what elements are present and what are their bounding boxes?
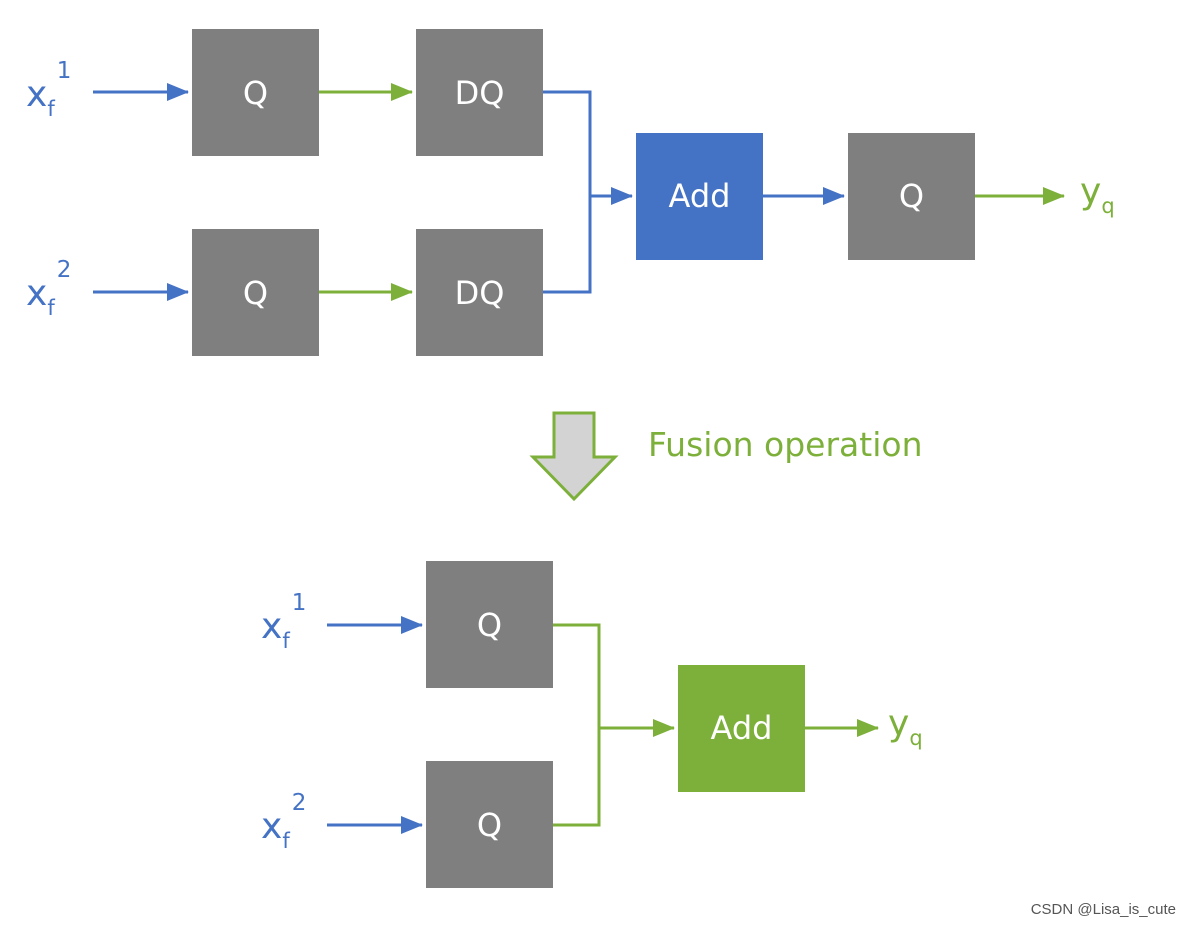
top-input-1-label: xf1: [26, 58, 71, 121]
svg-text:DQ: DQ: [455, 74, 505, 112]
top-quant-box-2: Q: [192, 229, 319, 356]
svg-text:DQ: DQ: [455, 274, 505, 312]
bottom-merge-connector: [553, 623, 601, 827]
top-merge-connector: [543, 90, 592, 294]
bottom-output-label: yq: [888, 703, 923, 750]
bottom-quant-box-1: Q: [426, 561, 553, 688]
top-quant-box-1: Q: [192, 29, 319, 156]
top-diagram: xf1 xf2 Q Q DQ DQ: [26, 29, 1115, 356]
fusion-operation-label: Fusion operation: [648, 425, 923, 464]
down-arrow-icon: [529, 411, 619, 502]
top-dequant-box-1: DQ: [416, 29, 543, 156]
fusion-transition: Fusion operation: [529, 411, 923, 502]
svg-text:Add: Add: [711, 709, 773, 747]
top-add-box: Add: [636, 133, 763, 260]
bottom-quant-box-2: Q: [426, 761, 553, 888]
bottom-add-box: Add: [678, 665, 805, 792]
top-input-2-label: xf2: [26, 257, 71, 320]
bottom-diagram: xf1 xf2 Q Q Add yq: [261, 561, 923, 888]
bottom-input-1-label: xf1: [261, 590, 306, 653]
svg-text:Q: Q: [243, 74, 268, 112]
top-output-label: yq: [1080, 171, 1115, 218]
svg-text:Add: Add: [669, 177, 731, 215]
svg-text:Q: Q: [243, 274, 268, 312]
svg-text:Q: Q: [899, 177, 924, 215]
watermark: CSDN @Lisa_is_cute: [1030, 901, 1176, 918]
svg-text:Q: Q: [477, 606, 502, 644]
bottom-input-2-label: xf2: [261, 790, 306, 853]
top-output-quant-box: Q: [848, 133, 975, 260]
svg-text:Q: Q: [477, 806, 502, 844]
top-dequant-box-2: DQ: [416, 229, 543, 356]
